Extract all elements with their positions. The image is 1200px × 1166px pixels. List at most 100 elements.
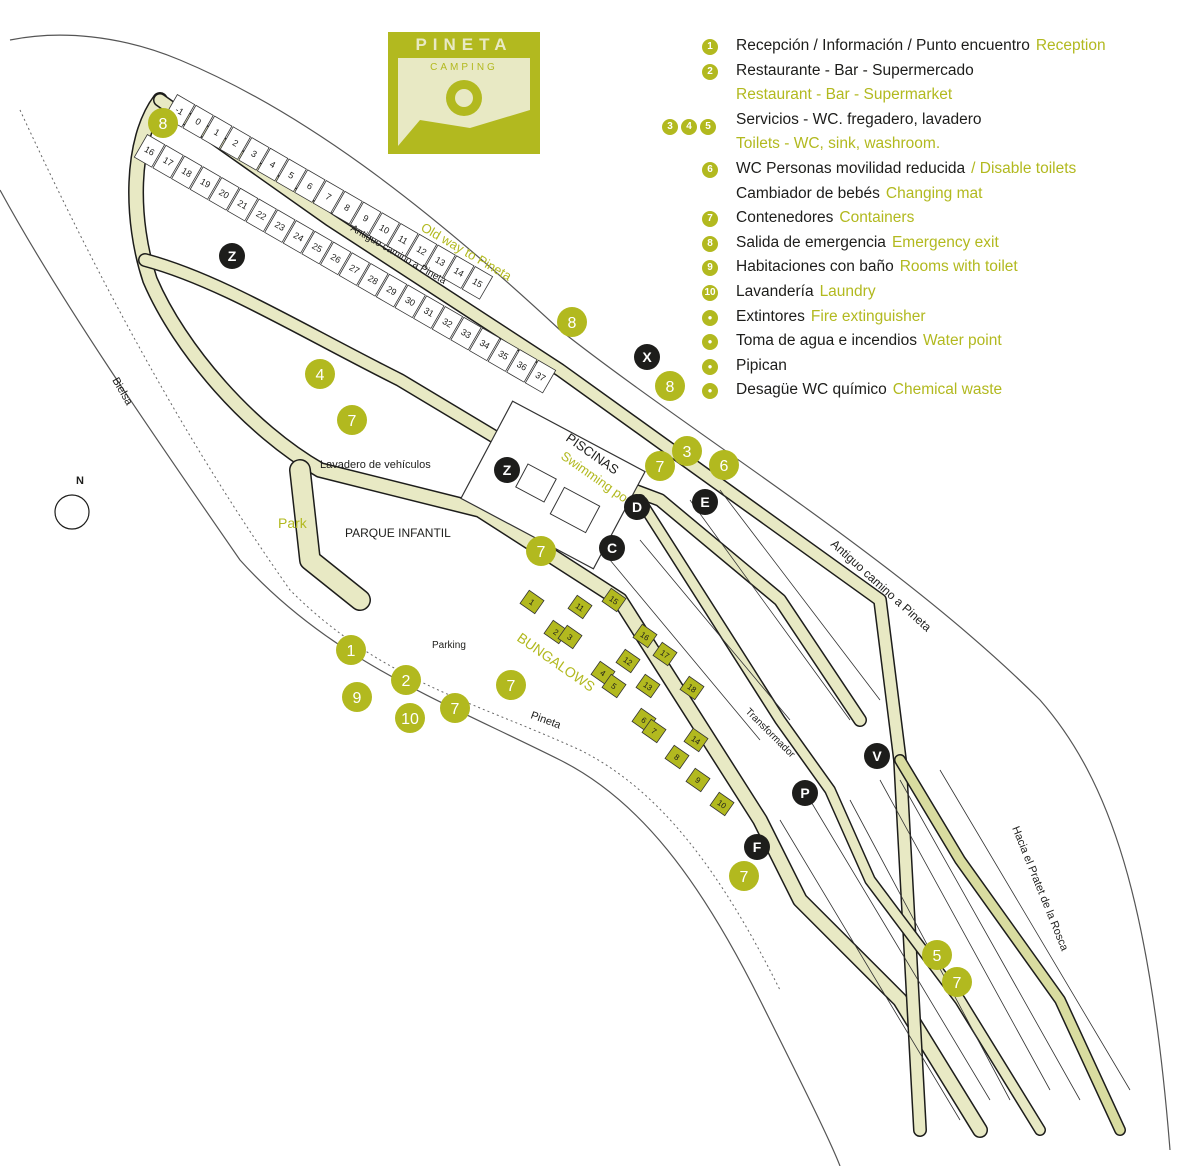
zone-marker: X [634, 344, 660, 370]
legend-text-en: Toilets - WC, sink, washroom. [736, 135, 941, 153]
pitch: 37 [524, 359, 557, 394]
zone-marker: F [744, 834, 770, 860]
bungalow: 8 [664, 744, 690, 770]
pitch-number: 28 [366, 273, 380, 287]
pitch: 11 [387, 223, 419, 257]
legend-text-en: Restaurant - Bar - Supermarket [736, 86, 953, 104]
service-marker: 8 [557, 307, 587, 337]
zone-letter: Z [228, 248, 237, 264]
pitch: 12 [405, 233, 438, 268]
pitch-number: 29 [385, 284, 399, 298]
service-number: 2 [402, 673, 411, 690]
zone-letter: Z [503, 462, 512, 478]
north-compass: N [54, 475, 90, 530]
logo-title: PINETA [415, 35, 512, 54]
bungalow: 18 [679, 675, 705, 701]
pitch: 10 [368, 212, 401, 246]
service-marker: 7 [526, 536, 556, 566]
pitch-number: 15 [471, 276, 485, 290]
legend-text-en: Containers [839, 209, 915, 227]
service-marker: 7 [337, 405, 367, 435]
zone-letter: X [642, 349, 652, 365]
pitch-number: 31 [422, 305, 436, 319]
pitch: 18 [171, 155, 203, 190]
pitch: 5 [275, 158, 307, 193]
pitch-number: 16 [143, 144, 157, 158]
bungalow: 14 [683, 727, 709, 753]
pool-1 [515, 463, 557, 503]
pitch-number: 25 [310, 241, 324, 255]
pitch: 13 [424, 244, 456, 279]
legend-text-es: Recepción / Información / Punto encuentr… [736, 37, 1106, 54]
legend-text-en: Fire extinguisher [810, 307, 926, 325]
pitch: 34 [468, 327, 501, 362]
pitch: 4 [256, 147, 289, 182]
bungalow-number: 5 [609, 681, 618, 691]
zone-marker: E [692, 489, 718, 515]
legend-text-en: / Disable toilets [971, 159, 1077, 177]
top-pitch-row: -101234567891011121314151617181920212223… [133, 94, 557, 394]
service-marker: 7 [729, 861, 759, 891]
service-marker: 1 [336, 635, 366, 665]
legend-text-en: Emergency exit [891, 233, 999, 251]
pool-2 [549, 486, 601, 534]
service-number-icon: 6 [702, 161, 718, 178]
pitch: 0 [182, 104, 214, 139]
service-number: 10 [401, 711, 419, 728]
bungalow: 10 [709, 791, 735, 817]
legend-row: Restaurant - Bar - Supermarket [700, 83, 1190, 108]
bungalow: 11 [567, 594, 593, 620]
label-bielsa-road: Bielsa [109, 376, 135, 409]
bungalow: 9 [685, 767, 711, 793]
pitch: 16 [133, 134, 166, 168]
chemical-waste-icon: ● [702, 383, 718, 400]
pitch-number: 30 [403, 295, 417, 309]
zone-letter: P [800, 785, 809, 801]
pitch-number: 26 [329, 252, 343, 266]
pitch-number: 35 [496, 348, 510, 362]
legend-text-en: Changing mat [885, 184, 983, 202]
legend-row: Toilets - WC, sink, washroom. [700, 132, 1190, 157]
zone-marker: C [599, 535, 625, 561]
bungalow: 17 [652, 641, 678, 667]
service-number: 8 [159, 116, 168, 133]
pitch: 27 [338, 252, 371, 286]
zone-letter: E [700, 494, 709, 510]
service-number: 5 [933, 948, 942, 965]
zone-marker: D [624, 494, 650, 520]
pitch-number: 36 [515, 359, 529, 373]
pitch: 2 [219, 126, 252, 160]
pitch-number: 8 [342, 202, 351, 213]
pitch: 32 [431, 306, 464, 340]
zone-letter: F [753, 839, 762, 855]
bungalow-number: 3 [565, 632, 574, 642]
zone-letter: V [872, 748, 882, 764]
pitch-number: 6 [305, 181, 314, 192]
bungalow: 3 [557, 624, 583, 650]
service-marker: 3 [672, 436, 702, 466]
service-number: 7 [953, 975, 962, 992]
bungalow: 15 [601, 587, 627, 613]
service-number-icon: 7 [702, 211, 718, 228]
service-number: 7 [348, 413, 357, 430]
terrain-boundary [9, 34, 1171, 1151]
label-pineta-road: Pineta [529, 710, 563, 732]
pitch-number: 24 [292, 230, 306, 244]
pitch: 26 [319, 241, 352, 276]
pitch: 22 [245, 198, 277, 233]
service-marker: 9 [342, 682, 372, 712]
service-number-icon: 10 [702, 284, 718, 301]
service-marker: 7 [496, 670, 526, 700]
